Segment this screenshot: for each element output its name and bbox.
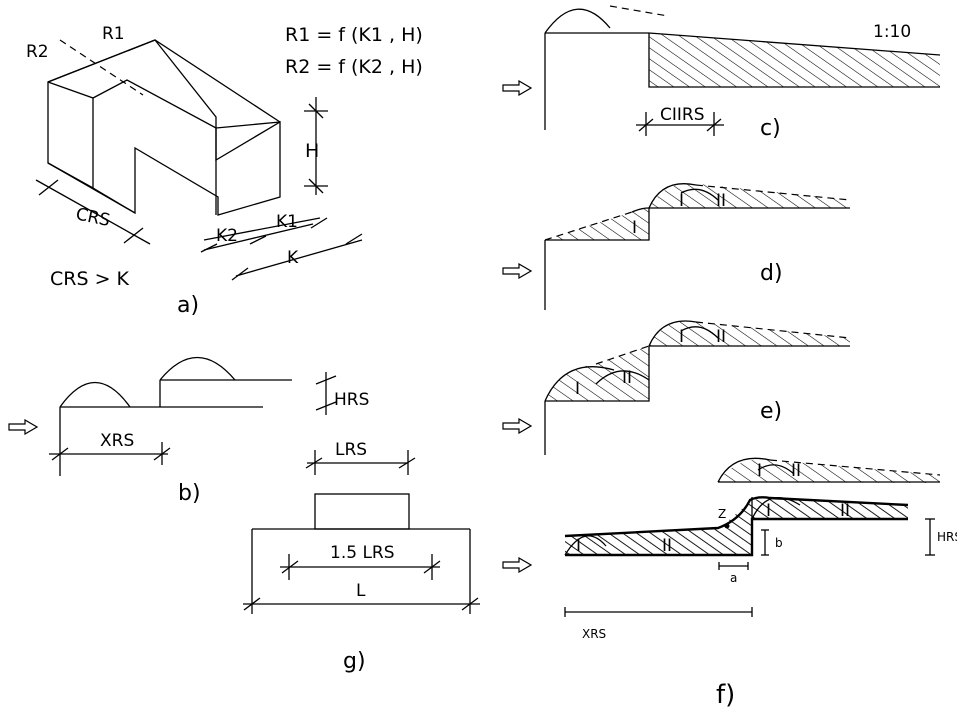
zone-i-e1: I — [575, 379, 580, 399]
crs-label: CRS — [74, 204, 112, 231]
flow-arrow-icon — [502, 80, 532, 96]
ciirs-label: CIIRS — [660, 105, 705, 125]
panel-d: I I II d) — [502, 183, 851, 310]
caption-b: b) — [178, 481, 201, 506]
zone-ii-f1: II — [791, 461, 801, 481]
k1-label: K1 — [276, 212, 298, 232]
caption-a: a) — [177, 293, 199, 318]
zone-i-d2: I — [679, 191, 684, 211]
panel-e: I II I II e) — [502, 320, 851, 455]
r1-label: R1 — [102, 24, 125, 44]
flow-arrow-icon — [8, 419, 38, 435]
caption-e: e) — [760, 399, 782, 424]
caption-f: f) — [716, 680, 735, 708]
h-label: H — [305, 140, 319, 162]
flow-arrow-icon — [502, 418, 532, 434]
k-label: K — [287, 248, 299, 268]
panel-c: 1:10 CIIRS c) — [502, 5, 941, 141]
panel-g: LRS 1.5 LRS L g) — [243, 440, 480, 674]
zone-i-d1: I — [632, 218, 637, 238]
formula-r2: R2 = f (K2 , H) — [285, 56, 423, 78]
zone-i-f3: I — [766, 501, 771, 521]
k2-label: K2 — [216, 226, 238, 246]
flow-arrow-icon — [502, 263, 532, 279]
zone-i-f2: I — [576, 536, 581, 556]
lrs-label: LRS — [335, 440, 367, 460]
zone-ii-d: II — [716, 191, 726, 211]
caption-d: d) — [760, 261, 783, 286]
condition-text: CRS > K — [50, 268, 130, 290]
xrs-label-f: XRS — [582, 627, 606, 641]
zone-ii-e2: II — [716, 327, 726, 347]
caption-g: g) — [343, 649, 366, 674]
zone-i-e2: I — [679, 327, 684, 347]
formula-r1: R1 = f (K1 , H) — [285, 24, 423, 46]
b-label: b — [775, 536, 783, 550]
slope-label: 1:10 — [873, 22, 911, 42]
r2-dashed-line — [59, 39, 144, 96]
r2-label: R2 — [26, 42, 49, 62]
panel-f: I II Z I II I II b a HRS XR — [502, 457, 957, 708]
caption-c: c) — [760, 116, 781, 141]
a-label: a — [730, 571, 737, 585]
flow-arrow-icon — [502, 557, 532, 573]
hrs-label-f: HRS — [937, 530, 957, 544]
z-label: Z — [718, 507, 726, 521]
l15-label: 1.5 LRS — [330, 543, 395, 563]
l-label: L — [356, 581, 366, 601]
zone-ii-f3: II — [840, 501, 850, 521]
zone-i-f1: I — [757, 461, 762, 481]
xrs-label-b: XRS — [100, 431, 134, 451]
panel-b: HRS XRS b) — [8, 357, 369, 506]
zone-ii-f2: II — [662, 536, 672, 556]
hrs-label-b: HRS — [334, 390, 369, 410]
zone-ii-e1: II — [622, 368, 632, 388]
